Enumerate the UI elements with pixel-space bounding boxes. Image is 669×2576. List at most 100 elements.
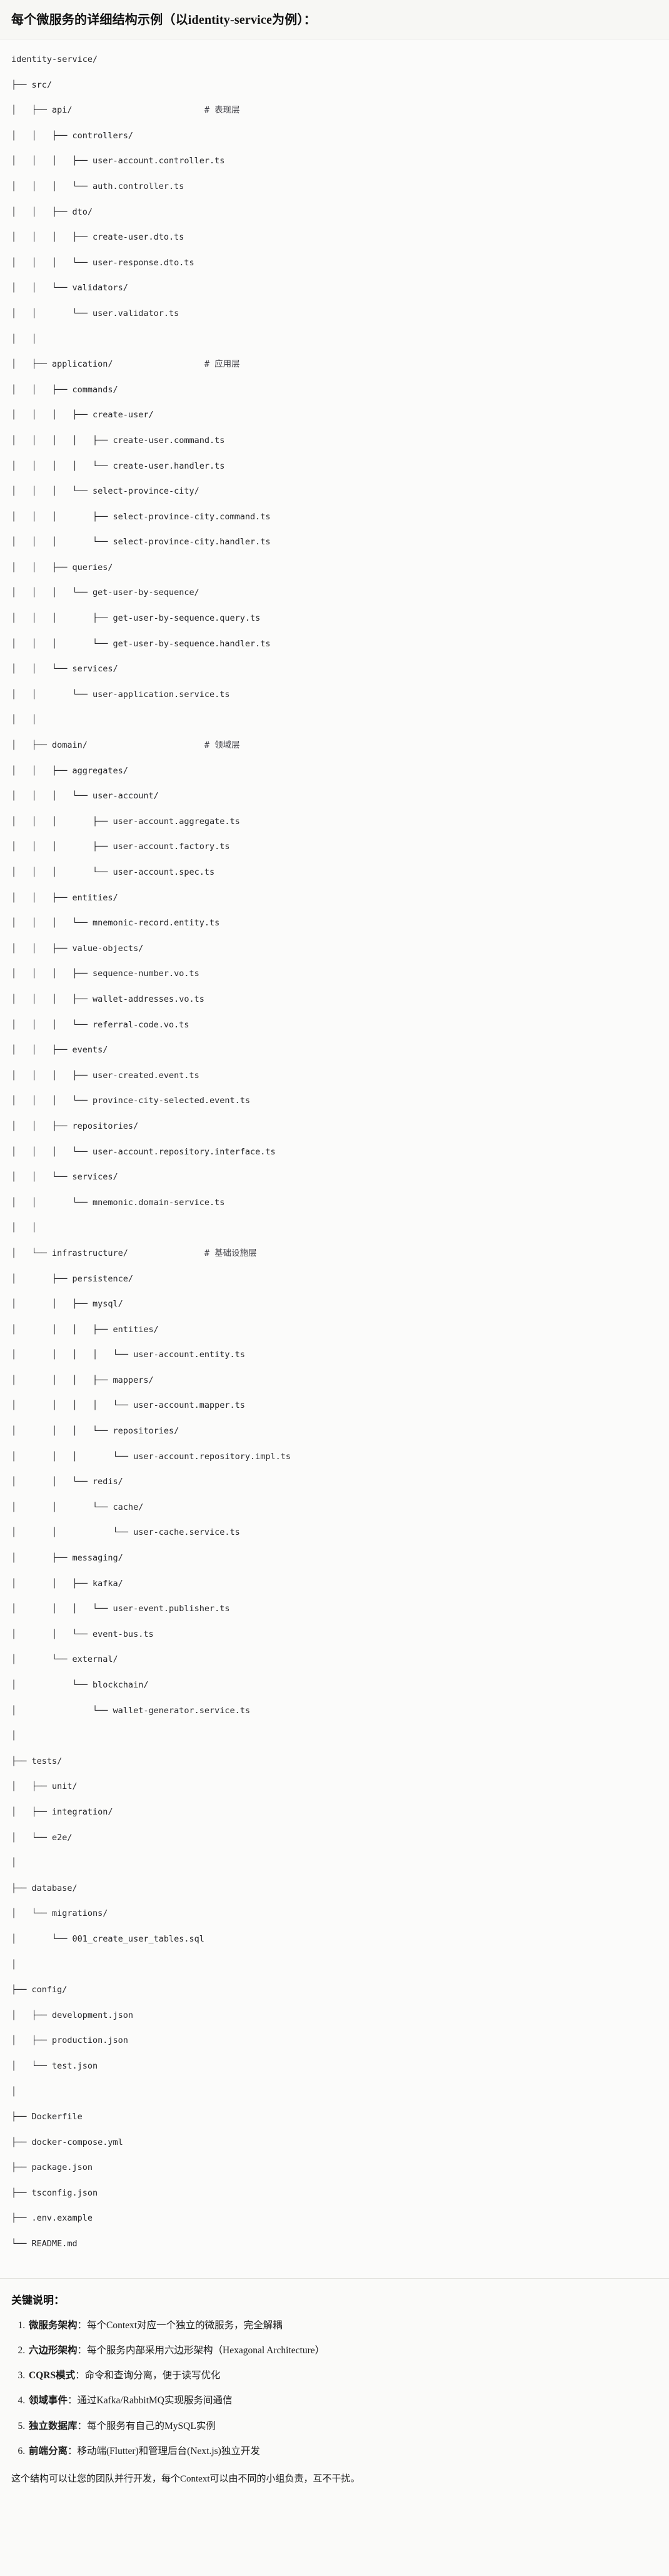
directory-tree-body: identity-service/ ├── src/ │ ├── api/ # … — [11, 53, 658, 2250]
tree-line: │ ├── unit/ — [11, 1781, 78, 1792]
tree-line: │ │ └── user-application.service.ts — [11, 689, 230, 700]
tree-line: │ │ │ └── province-city-selected.event.t… — [11, 1096, 251, 1106]
tree-line: │ ├── messaging/ — [11, 1553, 123, 1564]
tree-line: │ │ │ └── user-event.publisher.ts — [11, 1604, 230, 1614]
tree-line: │ │ │ │ └── create-user.handler.ts — [11, 461, 225, 471]
tree-line: │ │ — [11, 715, 37, 725]
tree-line: │ │ — [11, 1223, 37, 1233]
tree-layer-comment: # 应用层 — [204, 359, 240, 370]
key-note-text: ：命令和查询分离，便于读写优化 — [75, 2370, 221, 2381]
tree-line: │ │ └── user-cache.service.ts — [11, 1527, 240, 1538]
tree-line: identity-service/ — [11, 54, 98, 64]
tree-line: │ └── external/ — [11, 1654, 118, 1665]
key-note-term: CQRS模式 — [29, 2370, 76, 2381]
tree-line: │ │ │ └── select-province-city.handler.t… — [11, 537, 271, 547]
tree-line: │ │ │ └── get-user-by-sequence.handler.t… — [11, 638, 271, 649]
tree-line: ├── .env.example — [11, 2213, 93, 2224]
key-note-item: 独立数据库：每个服务有自己的MySQL实例 — [28, 2419, 658, 2433]
tree-line: │ ├── domain/ # 领域层 — [11, 740, 240, 751]
tree-line: │ │ └── cache/ — [11, 1502, 144, 1512]
tree-line: │ ├── production.json — [11, 2035, 128, 2046]
tree-line: │ │ ├── kafka/ — [11, 1578, 123, 1589]
tree-line: │ │ ├── commands/ — [11, 384, 118, 395]
tree-layer-comment: # 领域层 — [204, 740, 240, 751]
tree-line: ├── database/ — [11, 1883, 78, 1893]
tree-line: │ │ ├── mysql/ — [11, 1299, 123, 1310]
tree-line: └── README.md — [11, 2239, 78, 2249]
tree-line: │ ├── api/ # 表现层 — [11, 105, 240, 116]
key-note-item: 领域事件：通过Kafka/RabbitMQ实现服务间通信 — [28, 2393, 658, 2408]
tree-line: │ │ ├── value-objects/ — [11, 943, 144, 954]
document-page: 每个微服务的详细结构示例（以identity-service为例）： ident… — [0, 0, 669, 2502]
tree-line: │ └── blockchain/ — [11, 1680, 149, 1690]
tree-line: │ │ │ ├── user-created.event.ts — [11, 1070, 199, 1081]
tree-line: │ │ └── services/ — [11, 664, 118, 675]
tree-line: │ — [11, 1731, 17, 1741]
tree-line: │ │ │ └── user-account.spec.ts — [11, 867, 215, 877]
tree-line: │ │ └── mnemonic.domain-service.ts — [11, 1197, 225, 1208]
tree-line: │ └── infrastructure/ # 基础设施层 — [11, 1248, 257, 1258]
key-note-text: ：每个Context对应一个独立的微服务，完全解耦 — [77, 2319, 283, 2331]
tree-layer-comment: # 表现层 — [204, 105, 240, 116]
tree-line: │ │ ├── queries/ — [11, 562, 113, 573]
tree-line: │ └── migrations/ — [11, 1908, 108, 1919]
tree-line: │ ├── integration/ — [11, 1806, 113, 1817]
directory-tree: identity-service/ ├── src/ │ ├── api/ # … — [11, 53, 658, 2263]
code-block-directory-tree: identity-service/ ├── src/ │ ├── api/ # … — [0, 39, 669, 2279]
tree-line: │ │ — [11, 333, 37, 344]
tree-line: │ │ │ ├── sequence-number.vo.ts — [11, 969, 199, 979]
tree-line: │ │ ├── controllers/ — [11, 130, 134, 141]
key-note-item: CQRS模式：命令和查询分离，便于读写优化 — [28, 2368, 658, 2383]
tree-line: │ │ │ ├── create-user.dto.ts — [11, 232, 184, 243]
tree-line: │ — [11, 1858, 17, 1868]
key-notes-list: 微服务架构：每个Context对应一个独立的微服务，完全解耦六边形架构：每个服务… — [11, 2318, 658, 2459]
tree-line: ├── config/ — [11, 1985, 68, 1995]
closing-paragraph: 这个结构可以让您的团队并行开发，每个Context可以由不同的小组负责，互不干扰… — [11, 2474, 360, 2485]
tree-line: │ │ ├── events/ — [11, 1045, 108, 1056]
tree-line: │ │ └── services/ — [11, 1172, 118, 1183]
key-note-text: ：每个服务有自己的MySQL实例 — [77, 2420, 216, 2431]
tree-line: │ │ │ └── repositories/ — [11, 1426, 179, 1437]
page-title: 每个微服务的详细结构示例（以identity-service为例）： — [11, 13, 316, 27]
tree-line: │ │ │ ├── get-user-by-sequence.query.ts — [11, 613, 261, 624]
tree-line: │ │ │ └── mnemonic-record.entity.ts — [11, 918, 220, 929]
tree-line: │ └── 001_create_user_tables.sql — [11, 1933, 204, 1944]
tree-line: │ │ │ │ └── user-account.entity.ts — [11, 1350, 245, 1360]
tree-line: │ │ │ └── select-province-city/ — [11, 486, 199, 497]
key-notes-title: 关键说明： — [11, 2294, 64, 2306]
tree-line: │ │ │ └── auth.controller.ts — [11, 181, 184, 191]
key-note-text: ：每个服务内部采用六边形架构（Hexagonal Architecture） — [77, 2344, 325, 2356]
tree-line: │ │ └── event-bus.ts — [11, 1629, 154, 1639]
tree-line: │ │ │ └── referral-code.vo.ts — [11, 1019, 189, 1030]
tree-line: │ │ │ ├── entities/ — [11, 1324, 159, 1335]
tree-line: ├── tests/ — [11, 1756, 63, 1766]
tree-line: │ — [11, 2086, 17, 2097]
key-note-term: 微服务架构 — [29, 2319, 78, 2331]
key-note-text: ：移动端(Flutter)和管理后台(Next.js)独立开发 — [68, 2445, 260, 2456]
tree-line: │ │ │ │ ├── create-user.command.ts — [11, 435, 225, 445]
tree-line: │ │ │ ├── user-account.aggregate.ts — [11, 816, 240, 827]
tree-line: │ │ ├── entities/ — [11, 892, 118, 903]
tree-line: │ │ │ └── user-account.repository.interf… — [11, 1146, 276, 1157]
tree-line: │ │ ├── repositories/ — [11, 1121, 139, 1131]
tree-line: │ │ │ └── get-user-by-sequence/ — [11, 588, 199, 598]
tree-line: │ — [11, 1959, 17, 1970]
tree-line: │ │ ├── aggregates/ — [11, 765, 128, 776]
key-notes-block: 关键说明： 微服务架构：每个Context对应一个独立的微服务，完全解耦六边形架… — [0, 2278, 669, 2502]
tree-line: ├── docker-compose.yml — [11, 2137, 123, 2147]
tree-line: │ ├── persistence/ — [11, 1273, 134, 1284]
tree-layer-comment: # 基础设施层 — [204, 1248, 257, 1258]
tree-line: ├── Dockerfile — [11, 2112, 83, 2122]
key-note-term: 前端分离 — [29, 2445, 68, 2456]
key-note-item: 前端分离：移动端(Flutter)和管理后台(Next.js)独立开发 — [28, 2444, 658, 2458]
key-note-term: 领域事件 — [29, 2395, 68, 2406]
tree-line: │ │ │ ├── mappers/ — [11, 1375, 154, 1385]
tree-line: │ │ │ └── user-response.dto.ts — [11, 257, 194, 268]
tree-line: │ │ │ ├── wallet-addresses.vo.ts — [11, 994, 204, 1004]
tree-line: ├── package.json — [11, 2162, 93, 2173]
key-note-item: 六边形架构：每个服务内部采用六边形架构（Hexagonal Architectu… — [28, 2343, 658, 2358]
tree-line: │ └── wallet-generator.service.ts — [11, 1705, 251, 1716]
tree-line: │ └── test.json — [11, 2060, 98, 2071]
key-note-text: ：通过Kafka/RabbitMQ实现服务间通信 — [68, 2395, 233, 2406]
key-note-term: 独立数据库 — [29, 2420, 78, 2431]
